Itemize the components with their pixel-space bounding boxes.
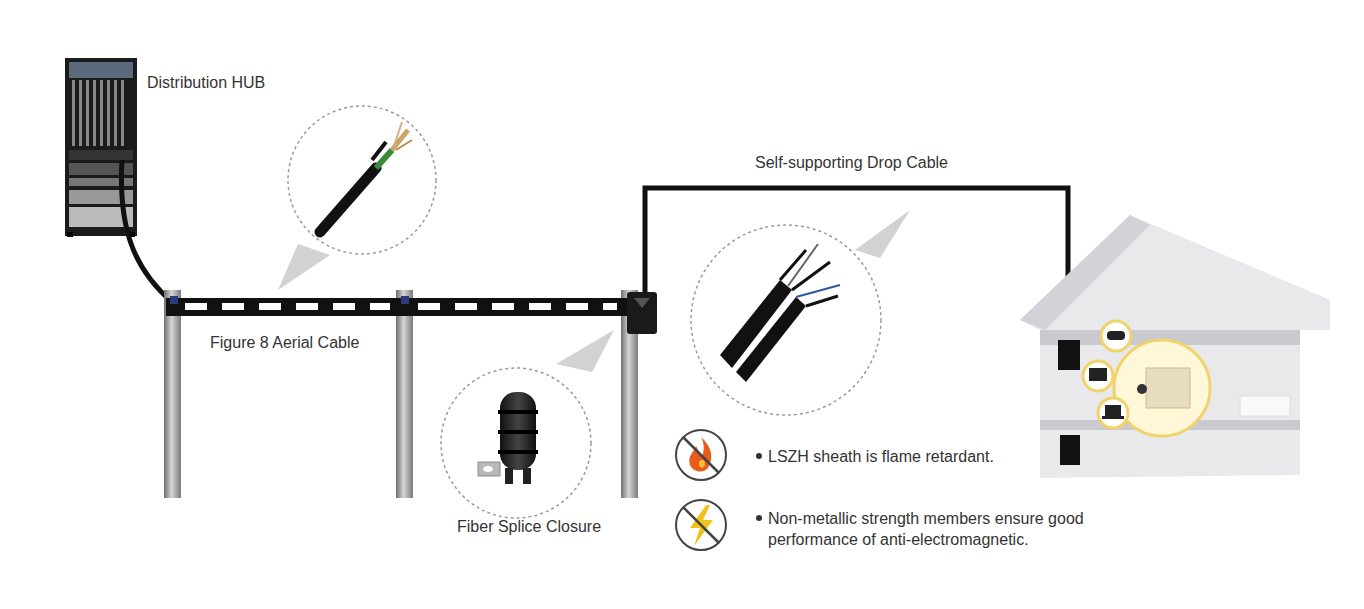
splice-closure-box-part bbox=[627, 292, 657, 334]
figure8-cable-part bbox=[455, 303, 477, 310]
distribution-rack-part bbox=[69, 150, 133, 160]
figure8-cable-part bbox=[603, 303, 617, 310]
drop-cable-callout-part bbox=[792, 262, 830, 290]
cable-callout-part bbox=[372, 142, 386, 160]
bullet-dot bbox=[756, 515, 762, 521]
figure8-cable-part bbox=[401, 296, 409, 304]
bullet-dot bbox=[756, 453, 762, 459]
house-part bbox=[1146, 368, 1190, 408]
cable-callout-part bbox=[320, 168, 376, 232]
drop-cable-callout-part bbox=[788, 244, 818, 286]
figure8-cable-part bbox=[296, 303, 318, 310]
lightning-icon-part bbox=[676, 500, 726, 550]
hub-cable bbox=[121, 160, 172, 302]
drop-cable-callout-part bbox=[796, 285, 840, 297]
figure8-cable-part bbox=[370, 303, 390, 310]
figure8-cable-part bbox=[222, 303, 244, 310]
splice-closure-box-part bbox=[634, 298, 650, 308]
closure-callout-part bbox=[498, 430, 538, 434]
house bbox=[1020, 215, 1330, 478]
splice-closure-box bbox=[627, 292, 657, 334]
flame-icon-part bbox=[699, 460, 705, 468]
house-part bbox=[1114, 340, 1210, 436]
distribution-rack-part bbox=[79, 80, 82, 146]
cable-label: Figure 8 Aerial Cable bbox=[210, 332, 359, 353]
drop-cable-callout-part bbox=[736, 297, 806, 382]
distribution-rack-part bbox=[72, 80, 75, 146]
drop-cable-callout-part bbox=[855, 210, 910, 258]
utility-pole-part bbox=[164, 290, 181, 498]
flame-icon-part bbox=[683, 437, 719, 473]
distribution-rack-part bbox=[67, 232, 73, 237]
closure-callout-part bbox=[498, 410, 538, 414]
drop-cable-callout-part bbox=[691, 225, 881, 415]
house-part bbox=[1107, 331, 1125, 340]
house-part bbox=[1083, 361, 1113, 391]
cable-callout-part bbox=[288, 106, 436, 254]
cable-callout-part bbox=[278, 244, 330, 290]
cable-callout bbox=[278, 106, 436, 290]
flame-icon bbox=[676, 430, 726, 480]
figure8-cable-part bbox=[492, 303, 514, 310]
house-part bbox=[1098, 398, 1128, 428]
closure-callout-part bbox=[441, 368, 591, 518]
distribution-rack-part bbox=[93, 80, 96, 146]
distribution-rack-part bbox=[100, 80, 103, 146]
lightning-icon bbox=[676, 500, 726, 550]
feature-note: LSZH sheath is flame retardant. bbox=[768, 446, 994, 467]
drop-cable-callout-part bbox=[806, 296, 838, 306]
distribution-rack-part bbox=[65, 58, 137, 236]
flame-icon-part bbox=[676, 430, 726, 480]
figure8-cable bbox=[166, 296, 642, 316]
cable-callout-part bbox=[396, 140, 412, 150]
house-part bbox=[1058, 340, 1080, 370]
house-part bbox=[1137, 384, 1147, 394]
closure-callout-part bbox=[498, 450, 538, 454]
house-part bbox=[1102, 416, 1124, 419]
closure-callout-part bbox=[556, 330, 614, 372]
house-part bbox=[1105, 405, 1121, 416]
drop-cable-callout bbox=[691, 210, 910, 415]
lightning-icon-part bbox=[683, 507, 719, 543]
hub-label: Distribution HUB bbox=[147, 72, 265, 93]
closure-callout-part bbox=[478, 462, 500, 476]
figure8-cable-part bbox=[418, 303, 440, 310]
house-part bbox=[1240, 396, 1290, 416]
figure8-cable-part bbox=[529, 303, 551, 310]
figure8-cable-part bbox=[566, 303, 588, 310]
utility-pole-part bbox=[396, 290, 413, 498]
distribution-rack bbox=[65, 58, 137, 237]
cable-callout-part bbox=[394, 122, 402, 146]
house-part bbox=[1101, 321, 1131, 351]
figure8-cable-part bbox=[333, 303, 355, 310]
house-part bbox=[1020, 215, 1150, 330]
house-part bbox=[1020, 215, 1330, 478]
house-part bbox=[1060, 435, 1080, 465]
closure-callout-part bbox=[523, 468, 531, 484]
feature-note: Non-metallic strength members ensure goo… bbox=[768, 508, 1113, 550]
distribution-rack-part bbox=[114, 80, 117, 146]
distribution-rack-part bbox=[69, 62, 133, 78]
closure-callout bbox=[441, 330, 614, 518]
closure-label: Fiber Splice Closure bbox=[457, 516, 601, 537]
distribution-rack-part bbox=[86, 80, 89, 146]
distribution-rack-part bbox=[121, 80, 124, 146]
figure8-cable-part bbox=[259, 303, 281, 310]
cable-label: Self-supporting Drop Cable bbox=[755, 152, 948, 173]
figure8-cable-part bbox=[170, 296, 178, 304]
house-part bbox=[1089, 368, 1107, 381]
figure8-cable-part bbox=[185, 303, 207, 310]
closure-callout-part bbox=[505, 468, 513, 484]
distribution-rack-part bbox=[107, 80, 110, 146]
closure-callout-part bbox=[483, 466, 493, 472]
